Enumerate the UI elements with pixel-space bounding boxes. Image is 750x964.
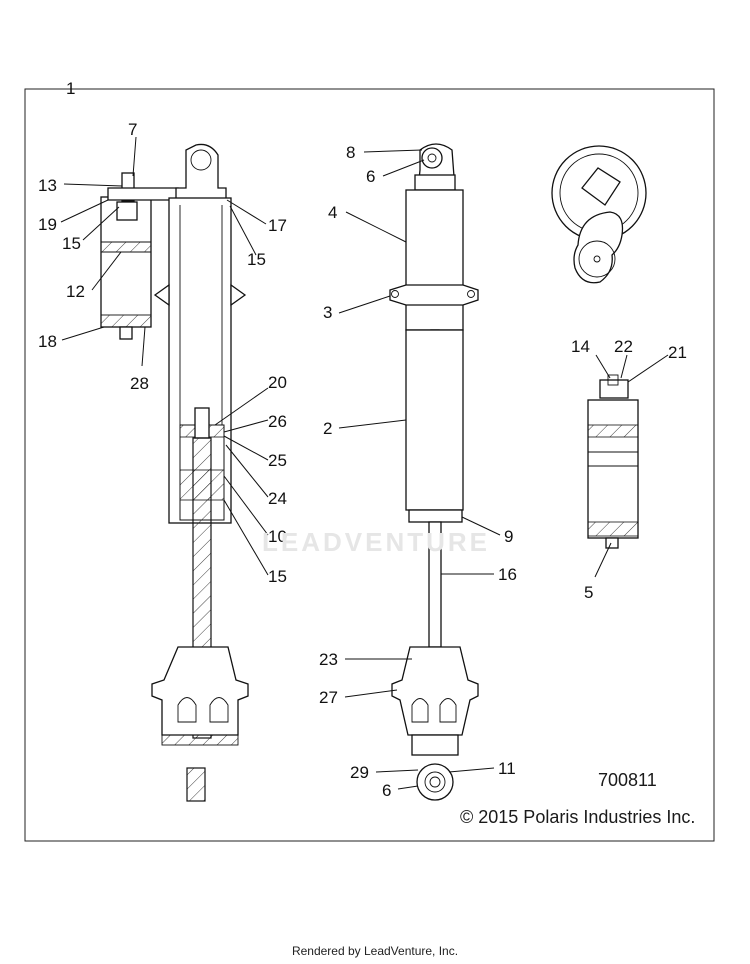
callout-22: 22 <box>614 337 633 356</box>
callout-1: 1 <box>66 79 75 98</box>
diagram-frame <box>24 88 715 842</box>
callout-11: 11 <box>498 759 516 778</box>
callout-5: 5 <box>584 583 593 602</box>
cutaway-main-body <box>151 143 249 802</box>
callout-10: 10 <box>268 527 287 546</box>
callout-24: 24 <box>268 489 287 508</box>
callout-28: 28 <box>130 374 149 393</box>
watermark-text: LEADVENTURE <box>262 527 491 557</box>
callout-29: 29 <box>350 763 369 782</box>
callout-8: 8 <box>346 143 355 162</box>
reservoir-detail <box>587 374 639 549</box>
callout-15-upper: 15 <box>247 250 266 269</box>
callout-4: 4 <box>328 203 337 222</box>
callout-6-bottom: 6 <box>382 781 391 800</box>
callout-23: 23 <box>319 650 338 669</box>
callout-17: 17 <box>268 216 287 235</box>
callout-26: 26 <box>268 412 287 431</box>
callout-7: 7 <box>128 120 137 139</box>
callout-3: 3 <box>323 303 332 322</box>
callout-15-lower: 15 <box>268 567 287 586</box>
callout-numbers: 1 7 13 19 15 12 18 28 17 15 20 26 25 24 … <box>38 79 687 800</box>
assembled-shock <box>389 143 479 801</box>
callout-18: 18 <box>38 332 57 351</box>
callout-9: 9 <box>504 527 513 546</box>
callout-15-left: 15 <box>62 234 81 253</box>
callout-6-top: 6 <box>366 167 375 186</box>
callout-20: 20 <box>268 373 287 392</box>
callout-16: 16 <box>498 565 517 584</box>
callout-2: 2 <box>323 419 332 438</box>
callout-21: 21 <box>668 343 687 362</box>
callout-25: 25 <box>268 451 287 470</box>
callout-19: 19 <box>38 215 57 234</box>
callout-12: 12 <box>66 282 85 301</box>
drawing-number: 700811 <box>598 770 657 790</box>
leader-lines <box>60 136 669 790</box>
callout-13: 13 <box>38 176 57 195</box>
render-footer: Rendered by LeadVenture, Inc. <box>291 944 459 958</box>
end-view <box>551 145 647 284</box>
cutaway-reservoir <box>100 172 179 340</box>
copyright-notice: © 2015 Polaris Industries Inc. <box>460 807 696 827</box>
callout-14: 14 <box>571 337 590 356</box>
callout-27: 27 <box>319 688 338 707</box>
